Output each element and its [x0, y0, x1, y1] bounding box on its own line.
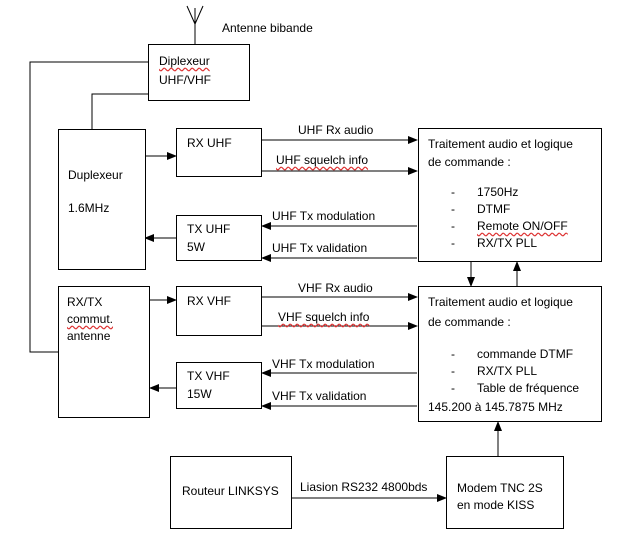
duplexeur-frequency: 1.6MHz — [68, 201, 110, 215]
duplexeur-block: Duplexeur 1.6MHz — [58, 129, 146, 270]
uhf-logic-feature: DTMF — [449, 201, 568, 218]
tx-vhf-power: 15W — [187, 387, 212, 401]
rs232-label: Liasion RS232 4800bds — [300, 480, 428, 494]
rx-uhf-label: RX UHF — [187, 136, 232, 150]
vhf-frequency-range: 145.200 à 145.7875 MHz — [428, 400, 563, 414]
tx-vhf-block: TX VHF 15W — [176, 362, 262, 409]
vhf-logic-title-2: de commande : — [428, 315, 511, 329]
commut-line1: RX/TX — [67, 295, 103, 309]
tx-uhf-block: TX UHF 5W — [176, 215, 262, 261]
vhf-logic-feature: commande DTMF — [449, 346, 579, 363]
signal-label: VHF Rx audio — [298, 281, 373, 295]
rx-vhf-block: RX VHF — [176, 286, 262, 336]
commut-line2: commut. — [67, 312, 114, 326]
uhf-logic-title-2: de commande : — [428, 155, 511, 169]
antenna-label: Antenne bibande — [222, 21, 313, 35]
signal-label: UHF squelch info — [276, 153, 369, 167]
diplexeur-band: UHF/VHF — [159, 73, 211, 87]
signal-label: UHF Tx validation — [272, 241, 368, 255]
vhf-logic-title-1: Traitement audio et logique — [428, 295, 573, 309]
tx-uhf-label: TX UHF — [187, 222, 231, 236]
signal-label: VHF Tx validation — [272, 389, 367, 403]
duplexeur-title: Duplexeur — [68, 168, 123, 182]
commut-line3: antenne — [67, 329, 111, 343]
uhf-logic-feature: Remote ON/OFF — [449, 218, 568, 235]
diplexeur-commut-link — [29, 61, 148, 353]
uhf-logic-title-1: Traitement audio et logique — [428, 137, 573, 151]
modem-line1: Modem TNC 2S — [457, 481, 543, 495]
signal-label: VHF Tx modulation — [272, 357, 375, 371]
rx-vhf-label: RX VHF — [187, 294, 232, 308]
routeur-block: Routeur LINKSYS — [170, 456, 292, 529]
vhf-logic-feature-list: commande DTMF RX/TX PLL Table de fréquen… — [449, 346, 579, 397]
antenna-icon — [186, 5, 204, 46]
signal-label: VHF squelch info — [278, 310, 370, 324]
rx-uhf-block: RX UHF — [176, 128, 262, 177]
vhf-logic-feature: Table de fréquence — [449, 380, 579, 397]
uhf-logic-feature-list: 1750Hz DTMF Remote ON/OFF RX/TX PLL — [449, 184, 568, 252]
vhf-logic-block: Traitement audio et logique de commande … — [418, 286, 602, 422]
uhf-logic-feature: 1750Hz — [449, 184, 568, 201]
diplexeur-title: Diplexeur — [159, 54, 210, 68]
modem-block: Modem TNC 2S en mode KISS — [446, 456, 564, 529]
signal-label: UHF Tx modulation — [272, 209, 376, 223]
tx-vhf-label: TX VHF — [187, 369, 230, 383]
vhf-logic-feature: RX/TX PLL — [449, 363, 579, 380]
modem-line2: en mode KISS — [457, 498, 535, 512]
routeur-label: Routeur LINKSYS — [182, 484, 279, 498]
commut-block: RX/TX commut. antenne — [58, 286, 150, 418]
diplexeur-block: Diplexeur UHF/VHF — [148, 44, 250, 101]
uhf-logic-block: Traitement audio et logique de commande … — [418, 128, 602, 262]
tx-uhf-power: 5W — [187, 240, 205, 254]
signal-label: UHF Rx audio — [298, 123, 374, 137]
uhf-logic-feature: RX/TX PLL — [449, 235, 568, 252]
